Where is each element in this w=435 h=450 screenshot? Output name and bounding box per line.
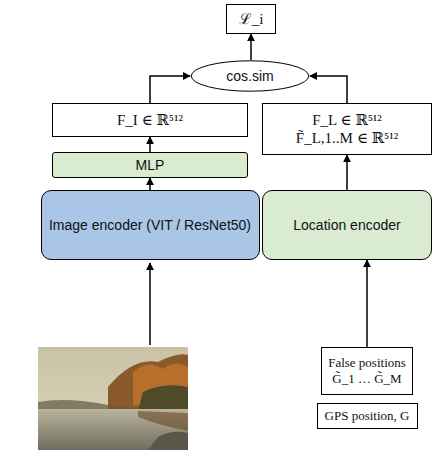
landscape-photo — [38, 347, 188, 450]
loss-box: ℒ_i — [226, 4, 276, 34]
node-text: Location encoder — [293, 217, 400, 234]
node-text: cos.sim — [226, 68, 273, 85]
encoder-box: Location encoder — [262, 190, 432, 260]
node-text: F̃_L,1..M ∈ ℝ⁵¹² — [296, 129, 398, 147]
feature-box: F_L ∈ ℝ⁵¹²F̃_L,1..M ∈ ℝ⁵¹² — [262, 103, 432, 155]
photo-arrow — [149, 263, 151, 345]
arrow-connector — [150, 76, 190, 103]
arrow-connector — [346, 155, 348, 190]
node-text: F_I ∈ ℝ⁵¹² — [117, 111, 183, 129]
node-text: MLP — [136, 157, 165, 174]
node-text: Image encoder (VIT / ResNet50) — [49, 217, 251, 234]
feature-box: F_I ∈ ℝ⁵¹² — [52, 103, 248, 137]
arrow-connector — [149, 178, 151, 190]
node-text: ℒ_i — [239, 10, 264, 28]
input-box: GPS position, G — [317, 403, 418, 429]
arrow-connector — [149, 137, 151, 152]
similarity-ellipse: cos.sim — [190, 60, 310, 92]
encoder-box: Image encoder (VIT / ResNet50) — [41, 190, 260, 260]
arrow-connector — [366, 260, 368, 347]
arrow-connector — [310, 76, 347, 103]
node-text: False positions G̃_1 … G̃_M — [328, 355, 406, 386]
node-text: F_L ∈ ℝ⁵¹² — [312, 111, 382, 129]
mlp-box: MLP — [52, 152, 248, 178]
arrow-connector — [250, 34, 252, 60]
node-text: GPS position, G — [325, 408, 410, 424]
input-box: False positions G̃_1 … G̃_M — [321, 347, 413, 395]
